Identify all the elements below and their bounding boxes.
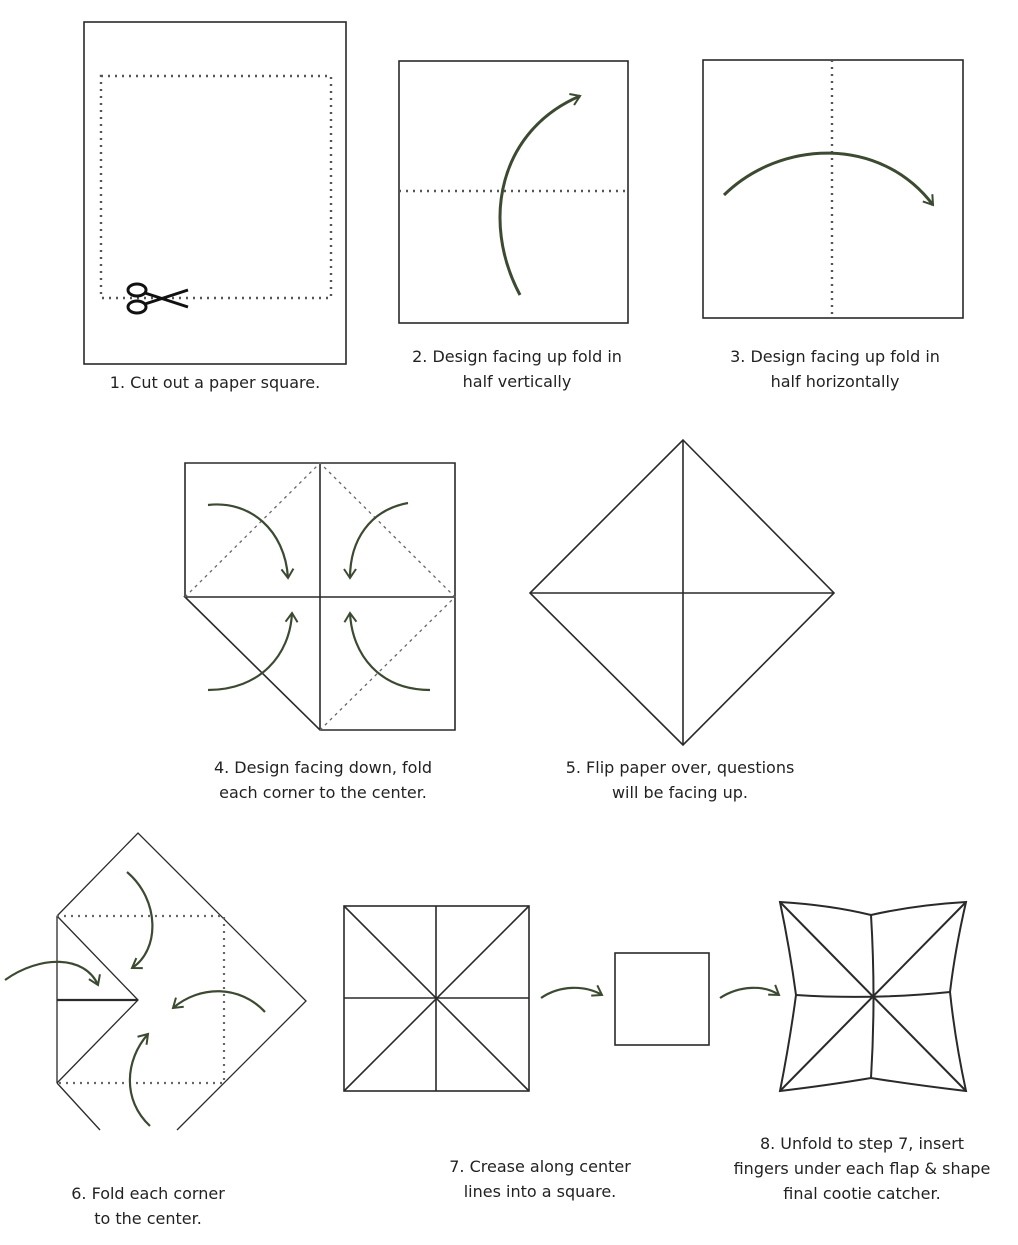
caption-line: lines into a square. — [463, 1182, 617, 1201]
caption-line: half vertically — [462, 372, 572, 391]
small-folded-square — [614, 952, 710, 1046]
fold-arrows-icon — [4, 871, 266, 1127]
arrow-right-icon — [719, 984, 781, 999]
step3-caption: 3. Design facing up fold in half horizont… — [730, 344, 940, 394]
caption-line: 3. Design facing up fold in — [730, 347, 940, 366]
fold-arrow-icon — [498, 93, 582, 296]
caption-line: 8. Unfold to step 7, insert — [759, 1134, 965, 1153]
step7-square — [343, 905, 530, 1092]
arrow-right-icon — [540, 984, 604, 999]
step7-caption: 7. Crease along center lines into a squar… — [449, 1154, 631, 1204]
step5-caption: 5. Flip paper over, questions will be fac… — [566, 755, 795, 805]
caption-line: 5. Flip paper over, questions — [565, 758, 795, 777]
step6-paper — [56, 832, 307, 1131]
step2-caption: 2. Design facing up fold in half vertical… — [412, 344, 622, 394]
step5-diamond — [528, 438, 836, 747]
caption-line: 1. Cut out a paper square. — [109, 373, 321, 392]
step6-caption: 6. Fold each corner to the center. — [71, 1181, 225, 1231]
step3-paper — [702, 59, 964, 319]
caption-line: final cootie catcher. — [783, 1184, 941, 1203]
caption-line: 2. Design facing up fold in — [412, 347, 622, 366]
caption-line: will be facing up. — [611, 783, 749, 802]
scissors-icon — [126, 282, 189, 315]
fold-arrow-icon — [722, 151, 935, 207]
caption-line: half horizontally — [770, 372, 900, 391]
caption-line: 7. Crease along center — [449, 1157, 631, 1176]
step1-caption: 1. Cut out a paper square. — [110, 370, 320, 395]
caption-line: 6. Fold each corner — [71, 1184, 225, 1203]
fold-arrows-icon — [207, 501, 431, 692]
step8-caption: 8. Unfold to step 7, insert fingers under… — [734, 1131, 991, 1206]
caption-line: 4. Design facing down, fold — [213, 758, 433, 777]
step1-paper — [83, 21, 347, 365]
caption-line: fingers under each flap & shape — [733, 1159, 991, 1178]
step8-cootie-catcher — [778, 900, 968, 1093]
step4-caption: 4. Design facing down, fold each corner t… — [214, 755, 432, 805]
caption-line: to the center. — [94, 1209, 202, 1228]
step2-paper — [398, 60, 629, 324]
caption-line: each corner to the center. — [219, 783, 427, 802]
step4-paper — [183, 462, 456, 731]
